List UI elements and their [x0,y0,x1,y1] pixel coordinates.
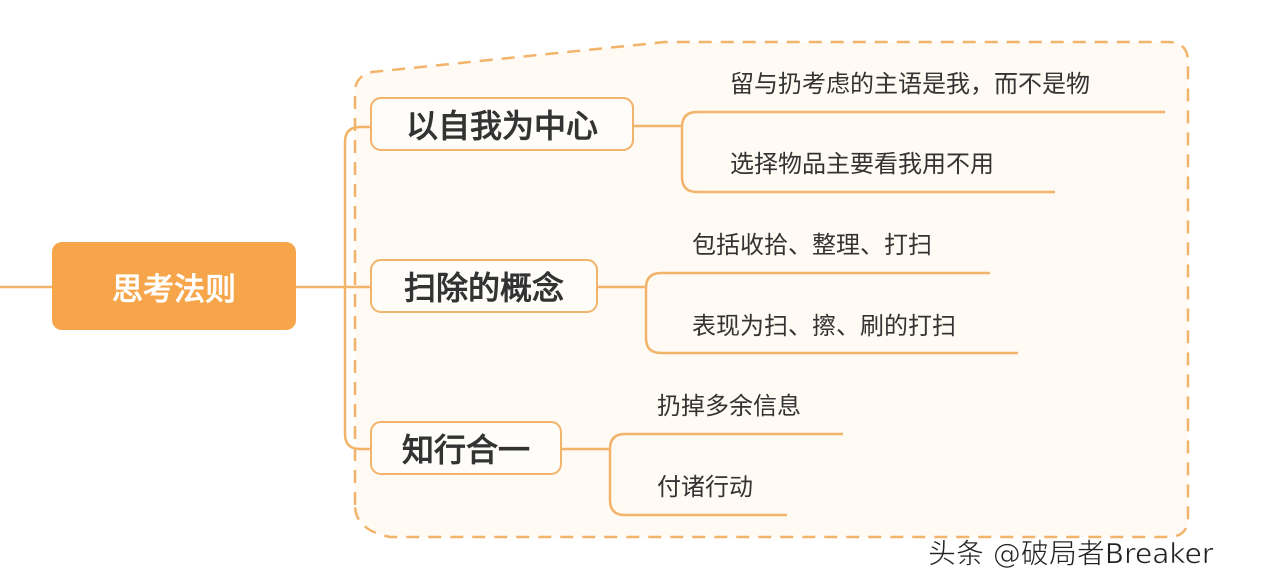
branch3-leaves-connector [562,432,843,517]
branch-label: 以自我为中心 [405,107,598,145]
branch-label: 扫除的概念 [403,269,564,307]
branch-node-self-centered[interactable]: 以自我为中心 [370,97,634,151]
leaf-node[interactable]: 选择物品主要看我用不用 [730,150,994,178]
leaf-node[interactable]: 表现为扫、擦、刷的打扫 [692,312,956,340]
summary-region [353,40,1190,539]
watermark: 头条 @破局者Breaker [928,537,1214,571]
leaf-node[interactable]: 包括收拾、整理、打扫 [692,231,932,259]
branch-node-cleaning-concept[interactable]: 扫除的概念 [370,259,598,313]
branch1-leaves-connector [634,110,1165,194]
branch-node-knowledge-action[interactable]: 知行合一 [370,421,562,475]
branch-label: 知行合一 [401,431,530,469]
root-node[interactable]: 思考法则 [52,242,296,330]
leaf-node[interactable]: 付诸行动 [657,473,753,501]
root-branch-connector [296,125,370,451]
branch2-leaves-connector [598,271,1018,355]
root-label: 思考法则 [112,271,236,308]
leaf-node[interactable]: 扔掉多余信息 [657,392,801,420]
leaf-node[interactable]: 留与扔考虑的主语是我，而不是物 [730,70,1090,98]
